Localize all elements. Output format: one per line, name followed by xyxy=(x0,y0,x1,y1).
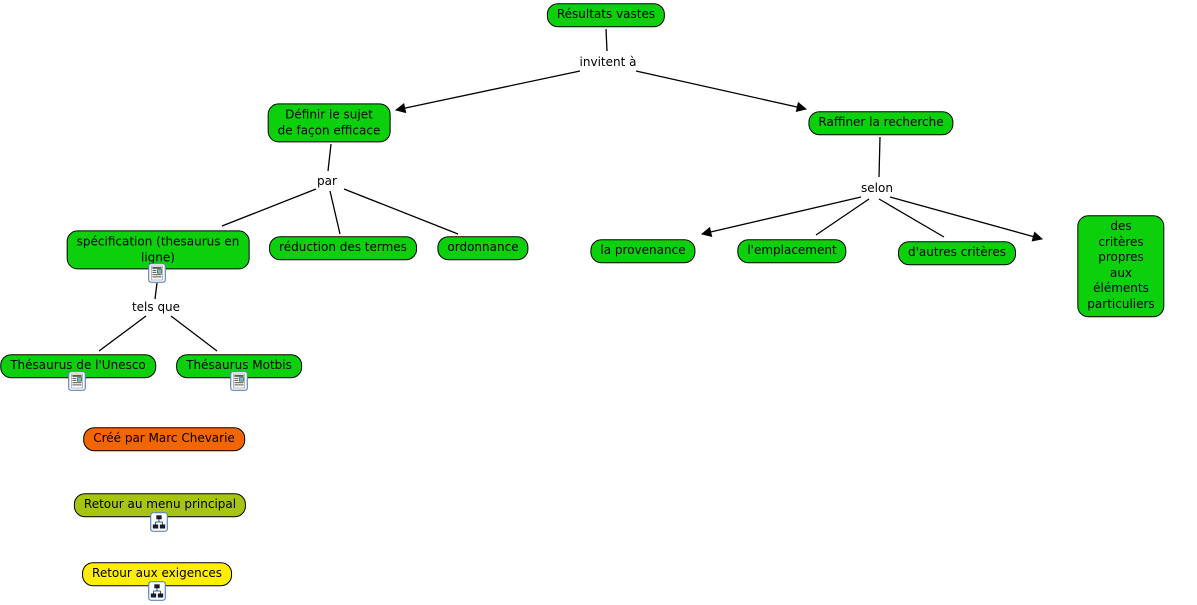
concept-autres-criteres[interactable]: d'autres critères xyxy=(898,241,1016,265)
edge xyxy=(329,190,341,235)
concept-map-link-icon[interactable] xyxy=(150,512,168,532)
credit-box: Créé par Marc Chevarie xyxy=(83,427,245,451)
edge xyxy=(878,136,881,178)
concept-definir-sujet[interactable]: Définir le sujet de façon efficace xyxy=(267,103,391,143)
nav-retour-exigences[interactable]: Retour aux exigences xyxy=(82,562,232,586)
edge xyxy=(889,196,1044,242)
edge xyxy=(815,198,870,236)
concept-criteres-particuliers[interactable]: des critères propres aux éléments partic… xyxy=(1077,215,1165,317)
document-resource-icon[interactable] xyxy=(68,371,86,391)
concept-ordonnance[interactable]: ordonnance xyxy=(437,236,529,260)
document-resource-icon[interactable] xyxy=(148,263,166,283)
edge xyxy=(327,143,332,172)
concept-raffiner-recherche[interactable]: Raffiner la recherche xyxy=(808,111,954,135)
concept-emplacement[interactable]: l'emplacement xyxy=(737,239,847,263)
linking-phrase-par: par xyxy=(315,174,339,188)
linking-phrase-selon: selon xyxy=(859,181,895,195)
edge xyxy=(605,28,608,52)
nav-retour-menu-principal[interactable]: Retour au menu principal xyxy=(73,493,247,517)
edge xyxy=(635,70,808,113)
edge xyxy=(878,198,945,238)
document-resource-icon[interactable] xyxy=(230,371,248,391)
concept-specification[interactable]: spécification (thesaurus en ligne) xyxy=(66,230,250,270)
edge xyxy=(98,315,147,352)
edge xyxy=(170,315,218,352)
concept-thesaurus-unesco[interactable]: Thésaurus de l'Unesco xyxy=(0,354,156,378)
concept-map-link-icon[interactable] xyxy=(148,581,166,601)
edge xyxy=(221,188,317,227)
linking-phrase-invitent-a: invitent à xyxy=(577,55,639,69)
concept-reduction-termes[interactable]: réduction des termes xyxy=(269,236,417,260)
edge xyxy=(394,70,581,114)
edge xyxy=(154,282,158,300)
edge xyxy=(700,196,862,237)
edge xyxy=(343,188,459,235)
concept-resultats-vastes[interactable]: Résultats vastes xyxy=(546,3,666,27)
concept-la-provenance[interactable]: la provenance xyxy=(590,239,696,263)
linking-phrase-tels-que: tels que xyxy=(129,300,183,314)
